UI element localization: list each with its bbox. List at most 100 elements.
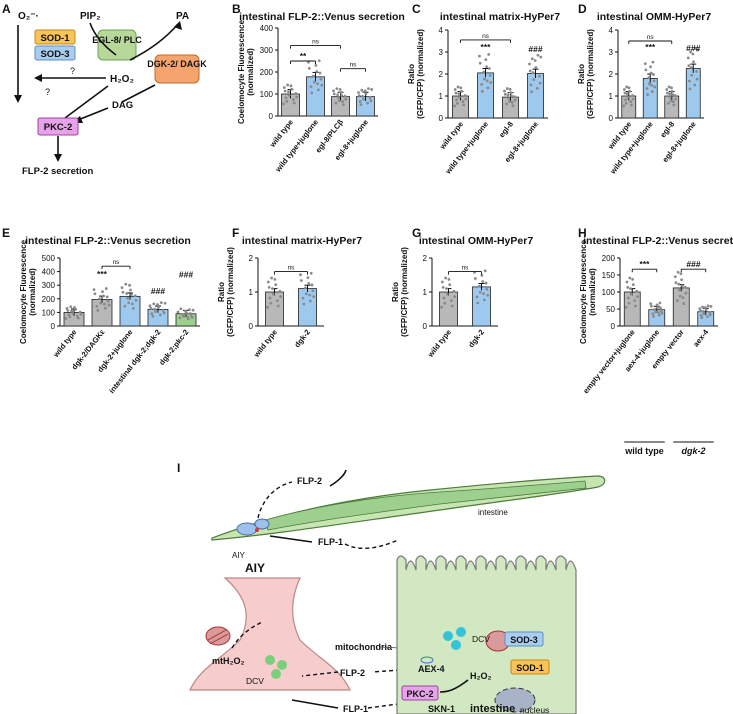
data-point [702, 312, 706, 316]
data-point [673, 94, 677, 97]
y-tick-label: 200 [42, 295, 56, 304]
significance-label: ns [647, 34, 655, 41]
data-point [678, 294, 682, 298]
data-point [626, 285, 630, 289]
data-point [154, 310, 158, 314]
data-point [270, 276, 274, 280]
flp1-top-arrow [269, 535, 313, 543]
y-axis-label-line1: Ratio [407, 64, 416, 84]
data-point [528, 69, 532, 73]
data-point [131, 307, 135, 310]
data-point [668, 92, 672, 96]
data-point [124, 282, 128, 286]
data-point [176, 310, 180, 314]
skn1-label: SKN-1 [428, 704, 455, 714]
data-point [689, 50, 693, 54]
data-point [671, 93, 675, 97]
data-point [506, 93, 510, 97]
dcv-vesicle [451, 640, 461, 650]
data-point [343, 94, 347, 98]
data-point [691, 52, 695, 56]
data-point [658, 301, 662, 305]
x-category-label: wild type [51, 328, 79, 360]
data-point [121, 290, 125, 294]
bar [685, 68, 701, 119]
data-point [449, 299, 453, 303]
data-point [629, 103, 633, 107]
data-point [101, 290, 104, 294]
data-point [103, 306, 107, 310]
panel-letter-e: E [2, 226, 10, 240]
flp1-top-label: FLP-1 [318, 537, 343, 547]
data-point [454, 91, 458, 95]
data-point [668, 95, 672, 99]
data-point [123, 304, 127, 308]
data-point [512, 95, 516, 99]
aiy-small-label: AIY [232, 551, 246, 560]
data-point [267, 285, 271, 289]
significance-label: *** [97, 269, 108, 279]
panel-letter-g: G [412, 226, 421, 240]
data-point [271, 292, 275, 296]
data-point [125, 292, 129, 295]
y-tick-label: 2 [609, 70, 614, 79]
data-point [646, 93, 650, 97]
arrow-head [34, 74, 42, 82]
x-category-label: egl-8 [497, 120, 515, 140]
data-point [70, 309, 74, 313]
data-point [686, 56, 690, 60]
data-point [314, 63, 318, 67]
data-point [266, 280, 270, 284]
x-category-label: dgk-2 [467, 328, 487, 350]
data-point [508, 87, 512, 91]
y-tick-label: 1 [249, 288, 254, 297]
data-point [478, 54, 481, 58]
flp1-dashed-arrow [367, 703, 399, 709]
flp2-top-arrow [329, 469, 347, 487]
data-point [289, 84, 293, 88]
x-category-label: wild type+juglone [273, 118, 320, 175]
significance-label: *** [640, 259, 651, 269]
data-point [680, 284, 684, 288]
data-point [266, 305, 269, 309]
data-point [339, 91, 343, 94]
data-point [659, 309, 663, 313]
pip2-arrow [89, 22, 117, 56]
y-tick-label: 0 [249, 322, 254, 331]
chart-h: intestinal FLP-2::Venus secretionCoelomo… [579, 235, 733, 456]
data-point [654, 310, 658, 314]
data-point [669, 99, 673, 103]
data-point [185, 311, 188, 315]
data-point [531, 71, 535, 75]
group-label: dgk-2 [681, 446, 705, 456]
data-point [503, 92, 507, 96]
data-point [134, 299, 138, 302]
flp2-top-label: FLP-2 [297, 476, 322, 486]
y-axis-label: Ratio(GFP/CFP) (normalized) [407, 29, 425, 119]
data-point [310, 91, 314, 95]
data-point [649, 65, 652, 69]
data-point [695, 70, 698, 73]
data-point [299, 273, 302, 277]
data-point [482, 292, 485, 296]
data-point [458, 95, 461, 99]
dcv-vesicle [456, 627, 466, 637]
dgk-box [154, 54, 200, 84]
data-point [366, 101, 369, 105]
aiy-big-label: AIY [245, 561, 265, 575]
significance-label: ### [528, 44, 542, 54]
data-point [511, 104, 515, 108]
pa-label: PA [176, 11, 189, 22]
data-point [533, 59, 537, 62]
data-point [444, 276, 448, 280]
data-point [440, 280, 444, 284]
data-point [268, 296, 272, 300]
data-point [667, 101, 670, 105]
data-point [334, 101, 338, 105]
data-point [366, 87, 370, 91]
data-point [79, 312, 83, 316]
dcv-vesicle [265, 655, 275, 665]
y-tick-label: 0 [609, 114, 614, 123]
data-point [671, 100, 675, 103]
